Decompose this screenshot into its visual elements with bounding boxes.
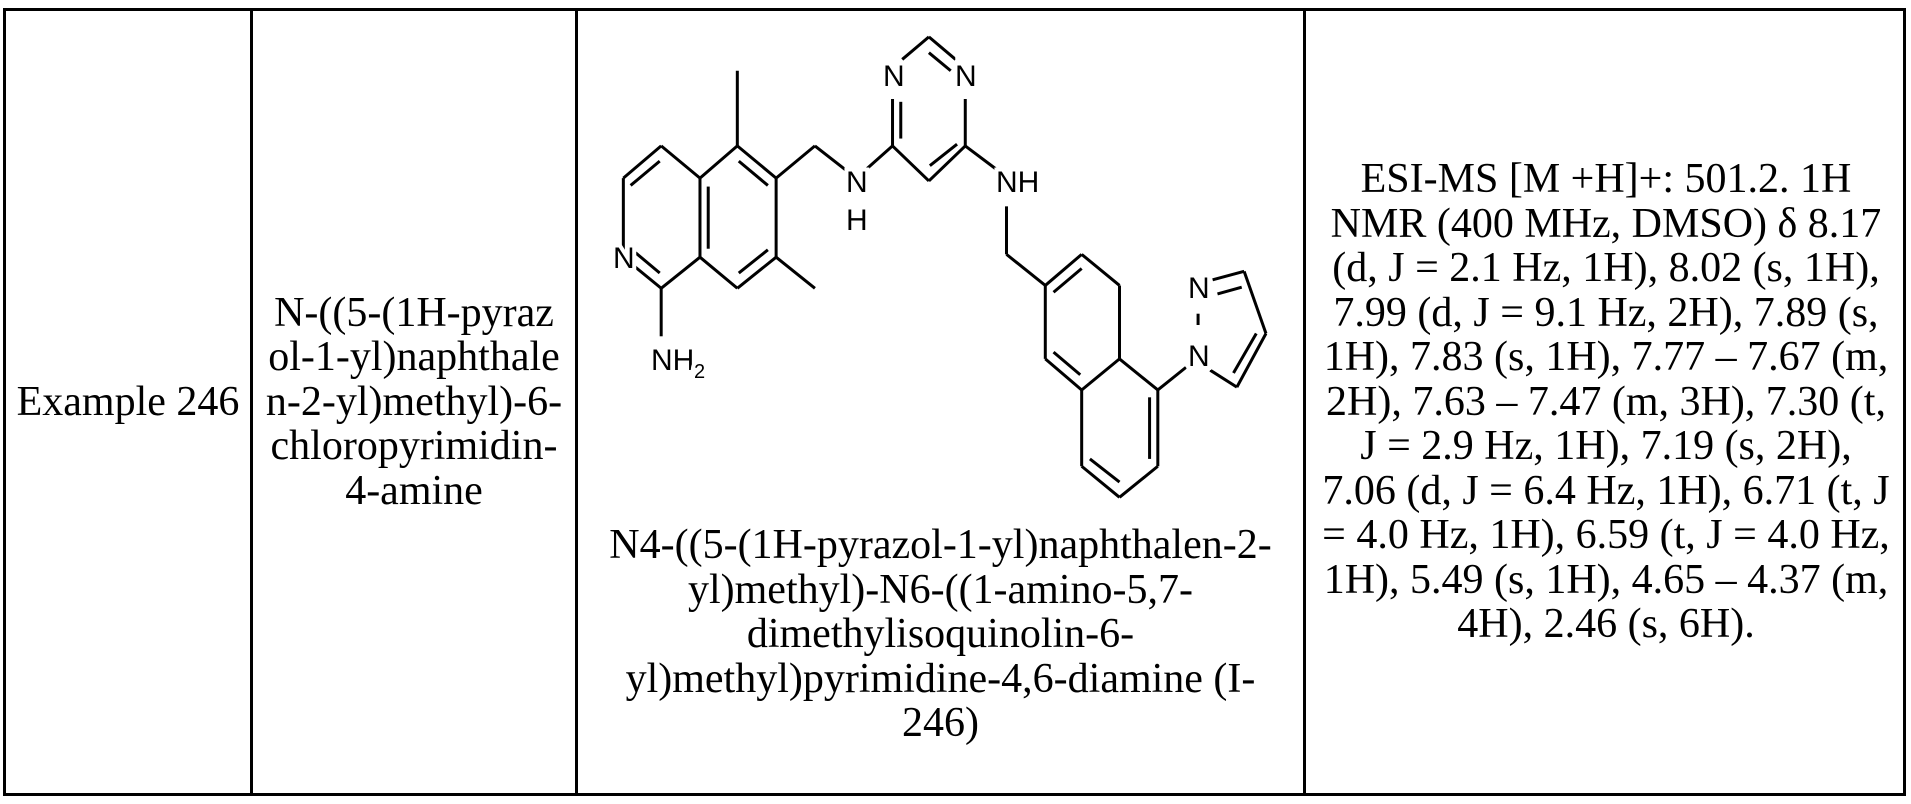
characterization-text: ESI-MS [M +H]+: 501.2. 1H NMR (400 MHz, … bbox=[1322, 156, 1890, 648]
starting-material-name: N-((5-(1H-pyrazol-1-yl)naphthalen-2-yl)m… bbox=[265, 289, 563, 514]
example-cell: Example 246 bbox=[6, 11, 253, 793]
product-name: N4-((5-(1H-pyrazol-1-yl)naphthalen-2-yl)… bbox=[609, 522, 1272, 746]
example-label: Example 246 bbox=[16, 378, 240, 425]
data-table: Example 246 N-((5-(1H-pyrazol-1-yl)napht… bbox=[3, 8, 1906, 796]
product-cell: N4-((5-(1H-pyrazol-1-yl)naphthalen-2-yl)… bbox=[578, 11, 1306, 793]
characterization-cell: ESI-MS [M +H]+: 501.2. 1H NMR (400 MHz, … bbox=[1306, 11, 1906, 793]
starting-material-cell: N-((5-(1H-pyrazol-1-yl)naphthalen-2-yl)m… bbox=[253, 11, 578, 793]
